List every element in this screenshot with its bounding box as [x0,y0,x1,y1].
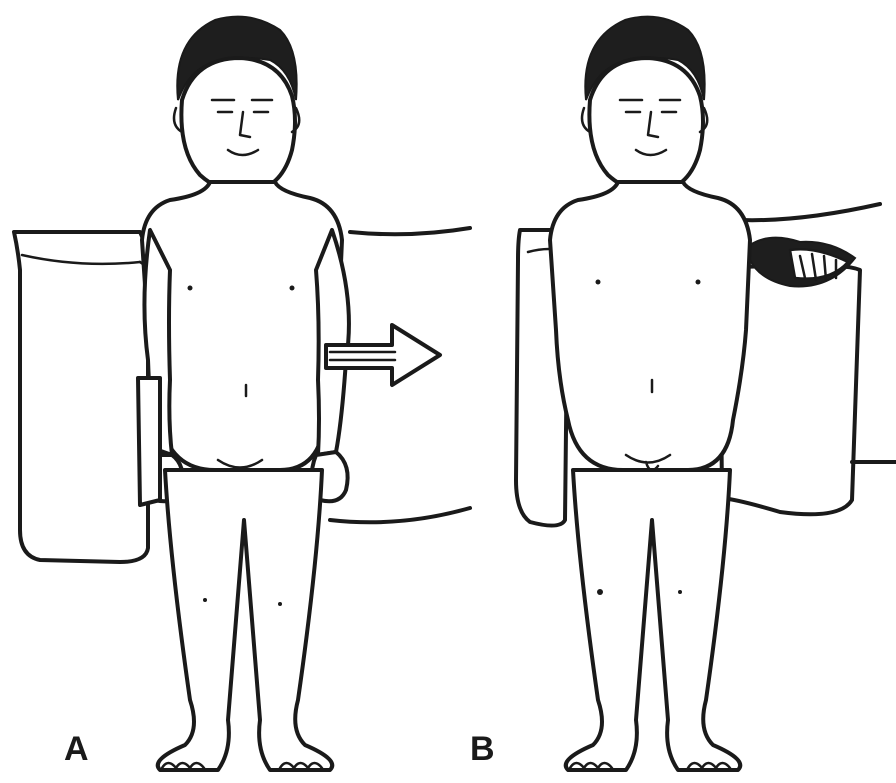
legs [158,470,332,770]
sheet-fold-a [138,378,160,505]
legs [566,470,740,770]
panel-a [14,17,470,770]
head [589,58,703,192]
towel-edge-top [350,228,470,234]
panel-label-b: B [470,732,495,766]
torso [550,182,750,470]
head [181,58,295,192]
child-figure-a [142,17,349,770]
right-arm [316,230,349,455]
sheet-behind-child [14,232,150,562]
panel-b [516,17,896,770]
panel-label-a: A [64,732,89,766]
towel-edge-bottom [330,508,470,522]
torso [142,182,342,470]
child-figure-b [550,17,750,770]
